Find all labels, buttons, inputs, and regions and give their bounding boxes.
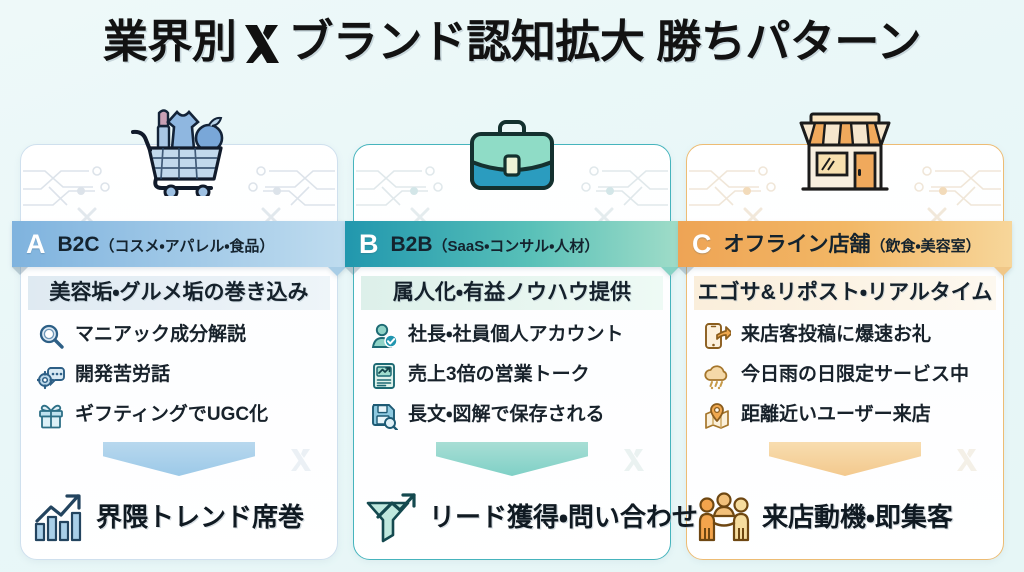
list-item: 開発苦労話 [36,359,326,392]
list-item-label: 社長・社員個人アカウント [408,324,624,346]
feature-list-b2c: マニアック成分解説 [36,319,326,432]
columns-container: A B2C（コスメ・アパレル・食品） 美容垢・グルメ垢の巻き込み マニアック成分… [0,104,1024,564]
x-logo-icon [242,23,282,65]
subtitle-b2c: 美容垢・グルメ垢の巻き込み [28,276,330,310]
title-after: ブランド認知拡大 勝ちパターン [288,16,922,67]
list-item-label: 開発苦労話 [75,364,171,386]
band-offline-store: C オフライン店舗（飲食・美容室） [678,221,1012,276]
band-b2b: B B2B（SaaS・コンサル・人材） [345,221,679,276]
circuit-decoration-icon [23,166,110,227]
verified-user-icon [369,321,399,351]
band-title-main: B2C [57,232,100,256]
chart-up-icon [30,489,86,545]
list-item-label: ギフティングでUGC化 [75,404,269,426]
list-item-label: 長文・図解で保存される [408,404,605,426]
flow-arrow-offline-store [686,442,1004,484]
list-item: 距離近いユーザー来店 [702,399,992,432]
flow-arrow-b2c [20,442,338,484]
list-item: 売上3倍の営業トーク [369,359,659,392]
title-before: 業界別 [102,16,237,67]
band-letter-c: C [692,228,712,259]
x-watermark-icon [957,449,977,471]
circuit-decoration-icon [689,166,776,227]
page-title: 業界別 ブランド認知拡大 勝ちパターン [0,16,1024,67]
circuit-decoration-icon [914,166,1001,227]
band-title-main: オフライン店舗 [723,232,871,256]
gear-chat-icon [36,361,66,391]
list-item: 社長・社員個人アカウント [369,319,659,352]
card-b2b [353,144,671,560]
list-item: 来店客投稿に爆速お礼 [702,319,992,352]
list-item: マニアック成分解説 [36,319,326,352]
rain-cloud-icon [702,361,732,391]
subtitle-offline-store: エゴサ&リポスト・リアルタイム [694,276,996,310]
gift-icon [36,401,66,431]
band-letter-a: A [26,228,46,259]
list-item: ギフティングでUGC化 [36,399,326,432]
result-label: リード獲得・問い合わせ [429,501,698,532]
circuit-decoration-icon [248,166,335,227]
list-item-label: 今日雨の日限定サービス中 [741,364,970,386]
column-b2b: B B2B（SaaS・コンサル・人材） 属人化・有益ノウハウ提供 社長・社員個人… [345,104,698,560]
list-item-label: 売上3倍の営業トーク [408,364,590,386]
feature-list-b2b: 社長・社員個人アカウント 売上3倍の営業トーク [369,319,659,432]
band-letter-b: B [359,228,379,259]
phone-share-icon [702,321,732,351]
band-title-paren: （飲食・美容室） [870,237,981,255]
circuit-decoration-icon [581,166,668,227]
card-b2c [20,144,338,560]
list-item-label: マニアック成分解説 [75,324,247,346]
band-b2c: A B2C（コスメ・アパレル・食品） [12,221,346,276]
band-title-main: B2B [390,232,433,256]
column-offline-store: C オフライン店舗（飲食・美容室） エゴサ&リポスト・リアルタイム 来店客投稿に… [678,104,1012,560]
circuit-decoration-icon [356,166,443,227]
list-item: 長文・図解で保存される [369,399,659,432]
funnel-growth-icon [363,489,419,545]
map-pin-icon [702,401,732,431]
list-item-label: 距離近いユーザー来店 [741,404,931,426]
result-label: 界隈トレンド席巻 [96,501,305,532]
result-offline-store: 来店動機・即集客 [696,484,996,550]
magnifier-icon [36,321,66,351]
subtitle-b2b: 属人化・有益ノウハウ提供 [361,276,663,310]
band-title-paren: （SaaS・コンサル・人材） [432,237,600,255]
result-b2c: 界隈トレンド席巻 [30,484,330,550]
people-group-icon [696,489,752,545]
save-search-icon [369,401,399,431]
band-title-paren: （コスメ・アパレル・食品） [99,237,275,255]
report-chart-icon [369,361,399,391]
column-b2c: A B2C（コスメ・アパレル・食品） 美容垢・グルメ垢の巻き込み マニアック成分… [12,104,346,560]
result-b2b: リード獲得・問い合わせ [363,484,698,550]
list-item: 今日雨の日限定サービス中 [702,359,992,392]
result-label: 来店動機・即集客 [762,501,953,532]
list-item-label: 来店客投稿に爆速お礼 [741,324,932,346]
x-watermark-icon [291,449,311,471]
feature-list-offline-store: 来店客投稿に爆速お礼 今日雨の日限定サービス中 [702,319,992,432]
flow-arrow-b2b [353,442,671,484]
card-offline-store [686,144,1004,560]
x-watermark-icon [624,449,644,471]
